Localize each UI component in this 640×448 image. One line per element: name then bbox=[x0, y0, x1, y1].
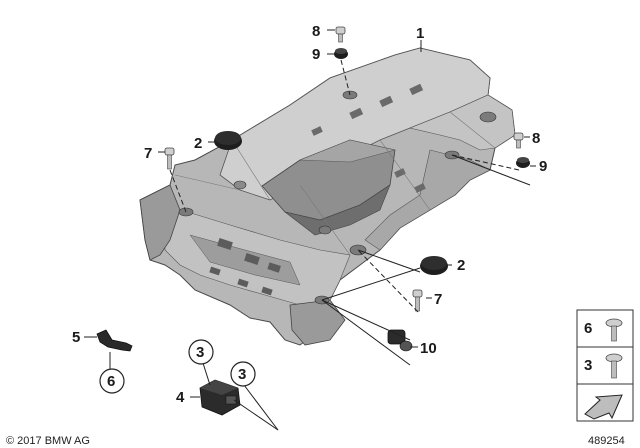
callout-9-top: 9 bbox=[312, 46, 320, 63]
copyright-text: © 2017 BMW AG bbox=[6, 435, 90, 447]
callout-10: 10 bbox=[420, 340, 437, 357]
bolt-right[interactable] bbox=[513, 132, 524, 149]
rear-frame-part[interactable] bbox=[139, 47, 516, 346]
callout-7-left: 7 bbox=[144, 145, 152, 162]
nut-top[interactable] bbox=[334, 48, 348, 59]
circled-callout-3a: 3 bbox=[188, 339, 214, 365]
bracket-part[interactable] bbox=[96, 329, 133, 352]
callout-7-right: 7 bbox=[434, 291, 442, 308]
svg-text:3: 3 bbox=[238, 366, 246, 383]
bolt-top[interactable] bbox=[335, 26, 346, 43]
callout-9-right: 9 bbox=[539, 158, 547, 175]
callout-1: 1 bbox=[416, 25, 424, 42]
damper-part[interactable] bbox=[387, 329, 413, 352]
circled-callout-6: 6 bbox=[99, 368, 125, 394]
sensor-part[interactable] bbox=[199, 379, 241, 416]
legend-arrow-box bbox=[576, 383, 634, 422]
diagram-number: 489254 bbox=[588, 435, 625, 447]
svg-text:3: 3 bbox=[584, 357, 592, 374]
rubber-plug-right[interactable] bbox=[420, 256, 448, 275]
callout-5: 5 bbox=[72, 329, 80, 346]
callout-8-right: 8 bbox=[532, 130, 540, 147]
callout-2-right: 2 bbox=[457, 257, 465, 274]
svg-text:3: 3 bbox=[196, 344, 204, 361]
callout-labels: 1 2 2 4 5 7 7 8 9 8 9 10 bbox=[72, 23, 547, 406]
svg-text:6: 6 bbox=[107, 373, 115, 390]
callout-2-top: 2 bbox=[194, 135, 202, 152]
legend-screw-3: 3 bbox=[576, 346, 634, 385]
callout-4: 4 bbox=[176, 389, 185, 406]
legend-screw-6: 6 bbox=[576, 309, 634, 348]
circled-callout-3b: 3 bbox=[230, 361, 256, 387]
screw-right[interactable] bbox=[412, 289, 423, 312]
nut-right[interactable] bbox=[516, 157, 530, 168]
callout-8-top: 8 bbox=[312, 23, 320, 40]
screw-left[interactable] bbox=[164, 147, 175, 170]
rubber-plug-top[interactable] bbox=[214, 131, 242, 150]
svg-text:6: 6 bbox=[584, 320, 592, 337]
